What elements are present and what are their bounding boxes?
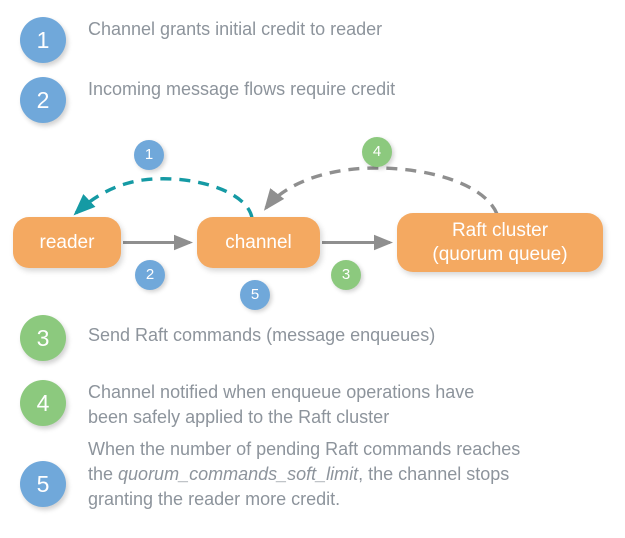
diagram-badge-4: 4 [362, 137, 392, 167]
diagram-badge-1: 1 [134, 140, 164, 170]
step-label-5-config-name: quorum_commands_soft_limit [118, 464, 359, 484]
step-number-badge-4: 4 [20, 380, 66, 426]
step-item-5: 5 When the number of pending Raft comman… [20, 437, 610, 512]
step-item-3: 3 Send Raft commands (message enqueues) [20, 315, 600, 361]
step-label-3: Send Raft commands (message enqueues) [88, 325, 436, 345]
node-raft-cluster[interactable]: Raft cluster (quorum queue) [397, 213, 603, 272]
step-number-badge-5: 5 [20, 461, 66, 507]
step-label-1: Channel grants initial credit to reader [88, 19, 383, 39]
diagram-edges [73, 166, 499, 251]
step-number-badge-2: 2 [20, 77, 66, 123]
step-label-5: When the number of pending Raft commands… [66, 437, 520, 512]
step-number-badge-1: 1 [20, 17, 66, 63]
step-item-1: 1 Channel grants initial credit to reade… [20, 17, 580, 63]
diagram-badge-3: 3 [331, 260, 361, 290]
diagram-badge-2: 2 [135, 260, 165, 290]
credit-flow-diagram: reader channel Raft cluster (quorum queu… [0, 128, 625, 313]
step-label-5-before: When the number of pending Raft commands… [88, 439, 521, 484]
step-item-4: 4 Channel notified when enqueue operatio… [20, 380, 600, 430]
node-reader[interactable]: reader [13, 217, 121, 268]
step-item-2: 2 Incoming message flows require credit [20, 77, 580, 123]
step-label-5-after: , the channel stops granting the reader … [88, 464, 510, 509]
step-label-2: Incoming message flows require credit [88, 79, 396, 99]
diagram-badge-5: 5 [240, 280, 270, 310]
node-channel[interactable]: channel [197, 217, 320, 268]
edge-enqueue-notification [263, 166, 499, 215]
edge-credit-grant [73, 177, 254, 219]
step-label-4: Channel notified when enqueue operations… [88, 382, 475, 427]
step-number-badge-3: 3 [20, 315, 66, 361]
